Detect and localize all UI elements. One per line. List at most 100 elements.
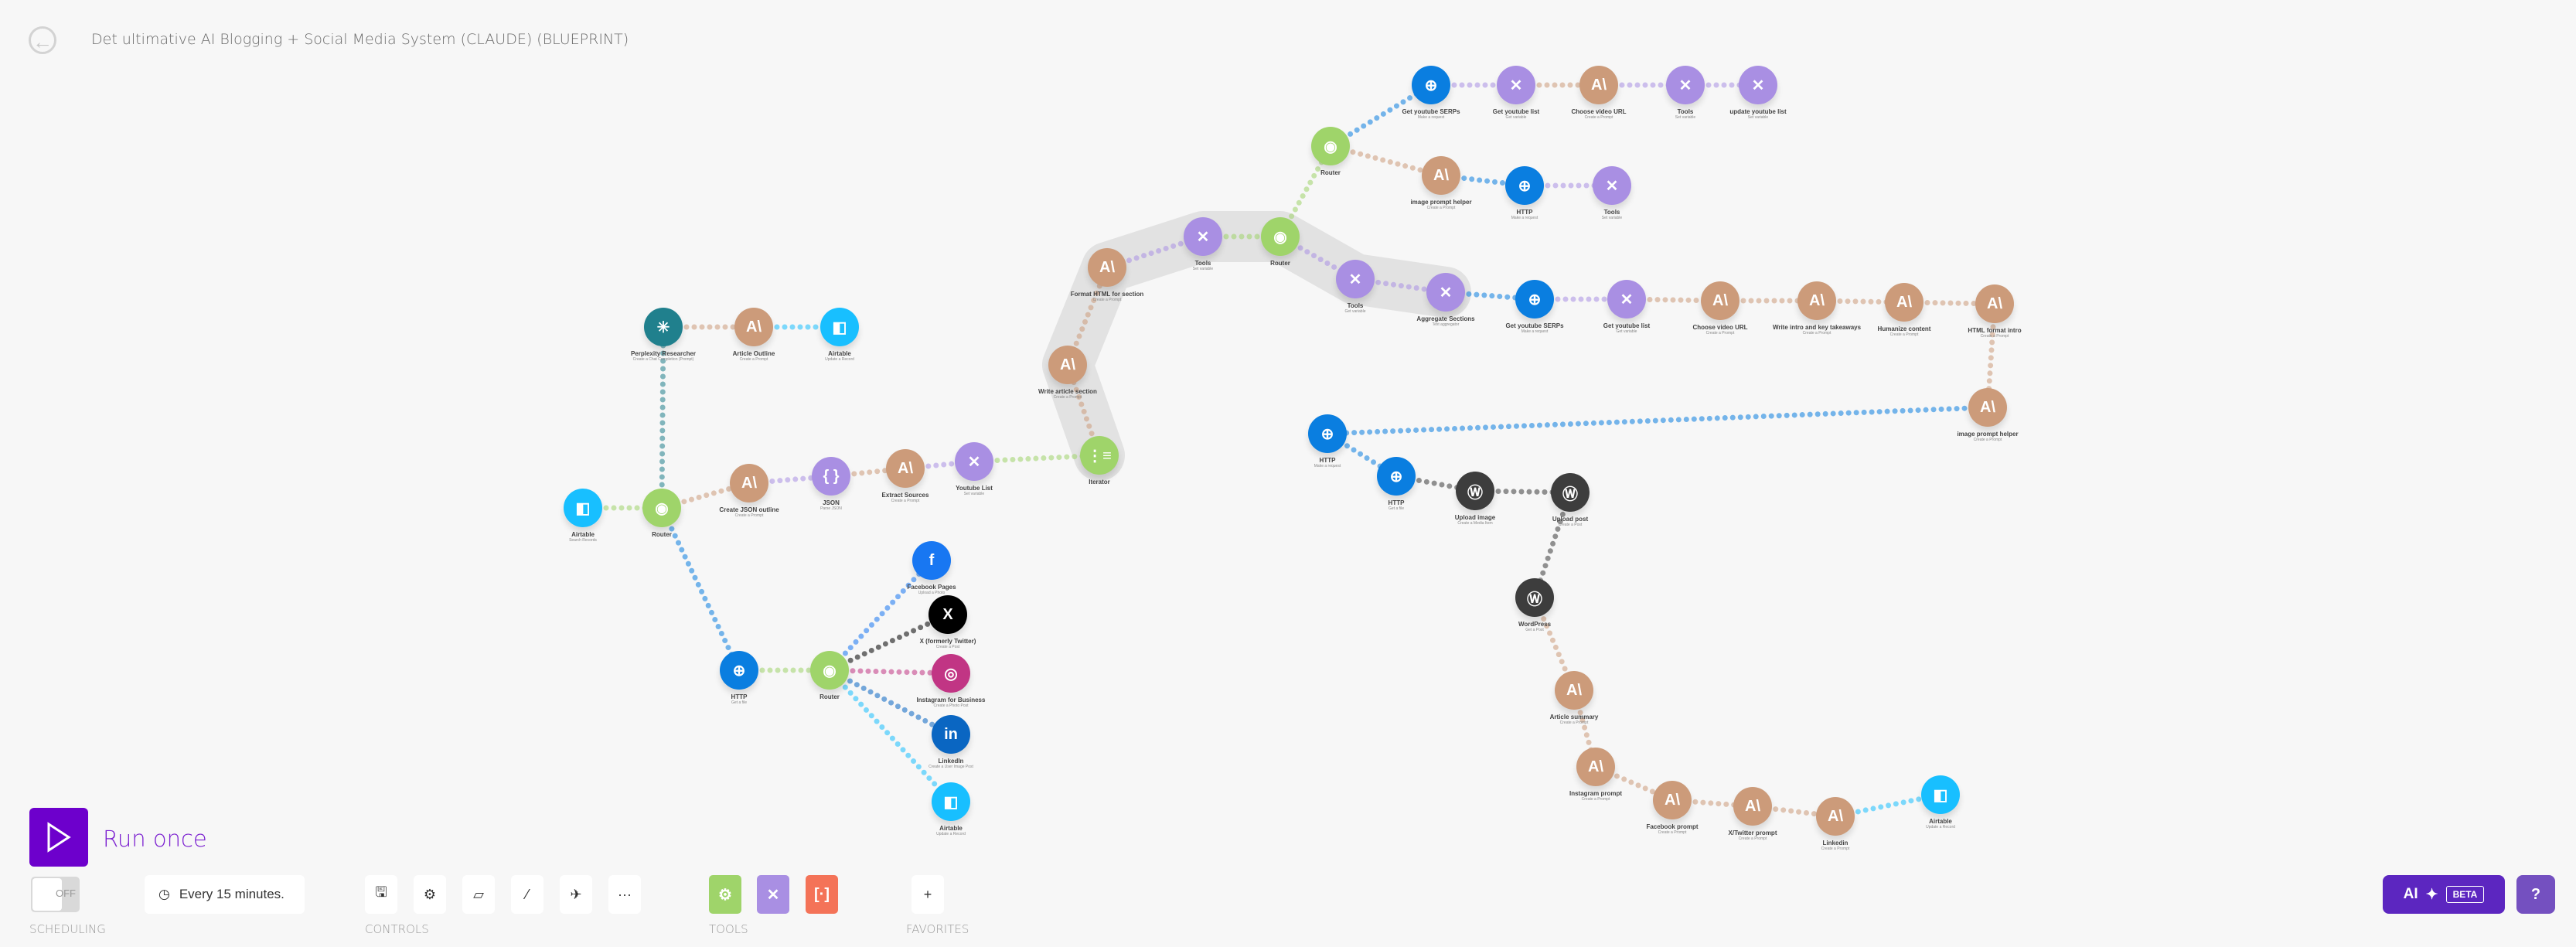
- module-name: Tools: [1194, 260, 1211, 267]
- module-http[interactable]: ⊕: [1515, 280, 1554, 319]
- module-name: Linkedin: [1822, 840, 1849, 847]
- connection[interactable]: [826, 667, 954, 805]
- module-action: Get variable: [1344, 309, 1366, 314]
- explain-flow-button[interactable]: ✈: [560, 875, 592, 914]
- module-http[interactable]: ⊕: [1505, 166, 1544, 205]
- module-claude[interactable]: A\: [730, 464, 768, 502]
- module-claude[interactable]: A\: [1576, 748, 1615, 786]
- module-airtable[interactable]: ◧: [564, 489, 602, 527]
- connection[interactable]: [971, 452, 1102, 465]
- module-name: Youtube List: [956, 485, 993, 492]
- module-json[interactable]: { }: [812, 457, 850, 496]
- module-tools[interactable]: ✕: [1336, 260, 1375, 298]
- module-facebook[interactable]: f: [912, 541, 951, 580]
- module-wordpress[interactable]: Ⓦ: [1551, 473, 1590, 512]
- module-claude[interactable]: A\: [1797, 281, 1836, 320]
- module-claude[interactable]: A\: [1048, 346, 1087, 384]
- module-wordpress[interactable]: Ⓦ: [1456, 472, 1494, 510]
- module-claude[interactable]: A\: [1555, 671, 1593, 710]
- module-label: Router: [652, 531, 672, 538]
- module-claude[interactable]: A\: [1701, 281, 1739, 320]
- module-action: Text aggregator: [1432, 322, 1460, 327]
- module-action: Create a Post: [935, 645, 960, 649]
- magic-wand-icon: ⁄: [526, 886, 529, 902]
- run-once-label[interactable]: Run once: [103, 826, 207, 852]
- connection[interactable]: [1324, 404, 1991, 437]
- module-claude[interactable]: A\: [1975, 284, 2014, 323]
- toggle-state: OFF: [56, 887, 76, 899]
- module-router[interactable]: ◉: [1261, 217, 1300, 256]
- module-http[interactable]: ⊕: [720, 651, 758, 690]
- module-http[interactable]: ⊕: [1377, 457, 1416, 496]
- connection[interactable]: [826, 667, 954, 738]
- module-claude[interactable]: A\: [1816, 797, 1855, 836]
- connection[interactable]: [826, 611, 951, 673]
- module-wordpress[interactable]: Ⓦ: [1515, 578, 1554, 617]
- module-router[interactable]: ◉: [810, 651, 849, 690]
- module-linkedin[interactable]: in: [932, 715, 970, 754]
- module-claude[interactable]: A\: [1579, 66, 1618, 104]
- back-button[interactable]: ←: [29, 26, 56, 54]
- module-action: Get a file: [731, 700, 748, 705]
- connection[interactable]: [659, 505, 742, 673]
- module-x[interactable]: X: [929, 595, 967, 634]
- module-perplexity[interactable]: ✳: [644, 308, 683, 346]
- module-tools[interactable]: ✕: [1497, 66, 1535, 104]
- tool-tools[interactable]: ✕: [757, 875, 789, 914]
- module-http[interactable]: ⊕: [1412, 66, 1450, 104]
- module-claude[interactable]: A\: [734, 308, 773, 346]
- scheduling-toggle[interactable]: OFF: [31, 877, 80, 912]
- module-tools[interactable]: ✕: [1184, 217, 1222, 256]
- module-tools[interactable]: ✕: [1426, 273, 1465, 312]
- connection[interactable]: [826, 557, 935, 673]
- module-name: Router: [652, 531, 672, 538]
- module-http[interactable]: ⊕: [1308, 414, 1347, 453]
- module-airtable[interactable]: ◧: [820, 308, 859, 346]
- tools-icon: ✕: [1620, 291, 1634, 308]
- connection[interactable]: [826, 667, 954, 676]
- module-instagram[interactable]: ◎: [932, 654, 970, 693]
- module-airtable[interactable]: ◧: [1921, 775, 1960, 814]
- tool-text-parser[interactable]: [·]: [806, 875, 838, 914]
- add-favorite-button[interactable]: +: [911, 875, 944, 914]
- facebook-icon: f: [929, 551, 935, 569]
- module-claude[interactable]: A\: [1968, 388, 2007, 427]
- module-claude[interactable]: A\: [1733, 787, 1772, 826]
- module-claude[interactable]: A\: [886, 449, 925, 488]
- module-tools[interactable]: ✕: [1593, 166, 1631, 205]
- module-router[interactable]: ◉: [1311, 127, 1350, 165]
- module-name: Instagram prompt: [1569, 790, 1623, 797]
- module-airtable[interactable]: ◧: [932, 782, 970, 821]
- module-action: Update a Record: [936, 832, 966, 836]
- module-tools[interactable]: ✕: [1607, 280, 1646, 319]
- module-tools[interactable]: ✕: [1666, 66, 1705, 104]
- auto-align-button[interactable]: ⁄: [511, 875, 543, 914]
- module-name: update youtube list: [1729, 108, 1787, 115]
- help-button[interactable]: ?: [2516, 875, 2555, 914]
- schedule-button[interactable]: ◷Every 15 minutes.: [145, 875, 305, 914]
- module-name: HTTP: [731, 693, 748, 700]
- more-button[interactable]: ···: [608, 875, 641, 914]
- settings-button[interactable]: ⚙: [414, 875, 446, 914]
- ai-assistant-button[interactable]: AI✦BETA: [2383, 875, 2505, 914]
- run-once-button[interactable]: [29, 808, 88, 867]
- module-claude[interactable]: A\: [1885, 283, 1923, 322]
- save-button[interactable]: 🖫: [365, 875, 397, 914]
- module-name: WordPress: [1518, 621, 1552, 628]
- module-claude[interactable]: A\: [1653, 781, 1692, 819]
- module-router[interactable]: ◉: [642, 489, 681, 527]
- module-tools[interactable]: ✕: [1739, 66, 1777, 104]
- tool-flow-control[interactable]: ⚙: [709, 875, 741, 914]
- module-iterator[interactable]: ⋮≡: [1080, 436, 1119, 475]
- module-claude[interactable]: A\: [1422, 156, 1460, 195]
- notes-button[interactable]: ▱: [462, 875, 495, 914]
- module-claude[interactable]: A\: [1088, 248, 1126, 287]
- connection[interactable]: [659, 324, 666, 511]
- module-tools[interactable]: ✕: [955, 442, 993, 481]
